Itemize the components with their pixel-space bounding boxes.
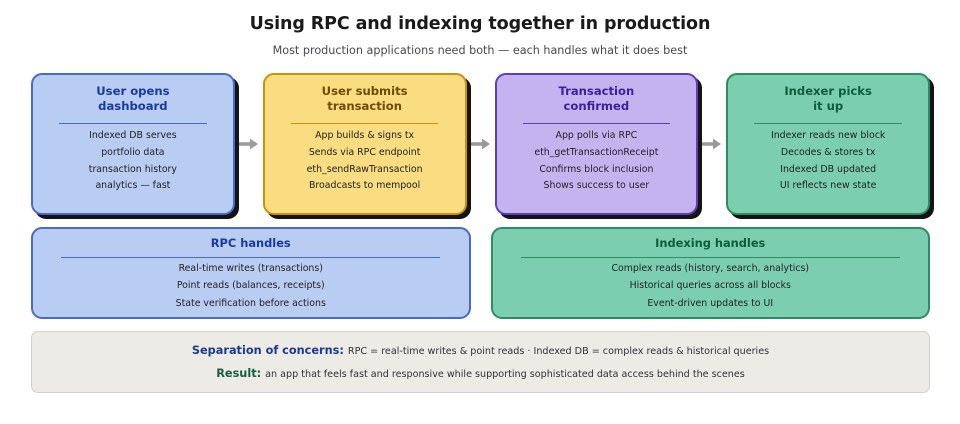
- flow-card-divider: [522, 122, 671, 124]
- handle-panel-line: Event-driven updates to UI: [647, 297, 774, 309]
- flow-card-title: Indexer picks it up: [784, 84, 872, 114]
- handle-panel-lines: Real-time writes (transactions) Point rea…: [47, 263, 455, 309]
- arrow-right-icon: [698, 73, 726, 215]
- header: Using RPC and indexing together in produ…: [0, 0, 960, 57]
- flow-card-divider: [754, 122, 902, 124]
- flow-card-divider: [290, 122, 439, 124]
- flow-card-line: eth_getTransactionReceipt: [534, 146, 659, 158]
- flow-card-lines: App polls via RPC eth_getTransactionRecei…: [507, 129, 687, 192]
- separation-of-concerns-line: Separation of concerns:RPC = real-time w…: [192, 344, 769, 357]
- handle-panel-line: Point reads (balances, receipts): [176, 280, 325, 292]
- flow-card-line: Confirms block inclusion: [539, 163, 654, 175]
- page-subtitle: Most production applications need both —…: [272, 44, 688, 57]
- flow-card-lines: Indexed DB serves portfolio data transacti…: [43, 129, 223, 192]
- flow-card-divider: [59, 122, 207, 124]
- flow-card-lines: App builds & signs tx Sends via RPC endpo…: [275, 129, 455, 192]
- handle-panel-line: Complex reads (history, search, analytic…: [611, 263, 810, 274]
- flow-card-line: Shows success to user: [543, 180, 650, 192]
- handle-panel-divider: [61, 257, 441, 258]
- flow-card-line: UI reflects new state: [779, 180, 877, 192]
- flow-card-line: eth_sendRawTransaction: [306, 163, 423, 175]
- summary-footer: Separation of concerns:RPC = real-time w…: [31, 331, 930, 393]
- flow-card-title: User submits transaction: [321, 84, 408, 114]
- flow-card-indexer-picks-it-up[interactable]: Indexer picks it up Indexer reads new blo…: [726, 73, 930, 215]
- flow-card-line: analytics — fast: [95, 180, 171, 192]
- handle-panel-title: RPC handles: [210, 236, 291, 250]
- result-label: Result:: [216, 366, 262, 380]
- flow-card-line: transaction history: [88, 163, 177, 175]
- flow-card-line: portfolio data: [101, 146, 165, 158]
- flow-card-line: Broadcasts to mempool: [308, 180, 421, 192]
- handle-panel-divider: [520, 257, 900, 258]
- flow-card-title: User opens dashboard: [96, 84, 170, 114]
- flow-card-title: Transaction confirmed: [558, 84, 635, 114]
- separation-of-concerns-text: RPC = real-time writes & point reads · I…: [347, 346, 770, 358]
- result-line: Result:an app that feels fast and respon…: [216, 367, 745, 380]
- separation-of-concerns-label: Separation of concerns:: [191, 344, 344, 358]
- page-title: Using RPC and indexing together in produ…: [249, 14, 711, 34]
- handle-panel-line: Historical queries across all blocks: [629, 280, 791, 292]
- handle-panel-line: State verification before actions: [175, 297, 326, 309]
- arrow-right-icon: [467, 73, 495, 215]
- result-text: an app that feels fast and responsive wh…: [265, 368, 745, 380]
- flow-card-line: Indexed DB updated: [780, 163, 877, 175]
- handle-panel-lines: Complex reads (history, search, analytic…: [507, 263, 915, 309]
- handle-panel-title: Indexing handles: [655, 236, 766, 250]
- flow-card-line: Sends via RPC endpoint: [308, 146, 421, 158]
- flow-card-line: App builds & signs tx: [315, 129, 415, 141]
- flow-card-line: App polls via RPC: [555, 129, 638, 141]
- flow-card-line: Decodes & stores tx: [780, 146, 876, 158]
- flow-card-line: Indexed DB serves: [89, 129, 177, 141]
- handle-panel-line: Real-time writes (transactions): [178, 263, 323, 274]
- flow-card-line: Indexer reads new block: [770, 129, 886, 141]
- arrow-right-icon: [235, 73, 263, 215]
